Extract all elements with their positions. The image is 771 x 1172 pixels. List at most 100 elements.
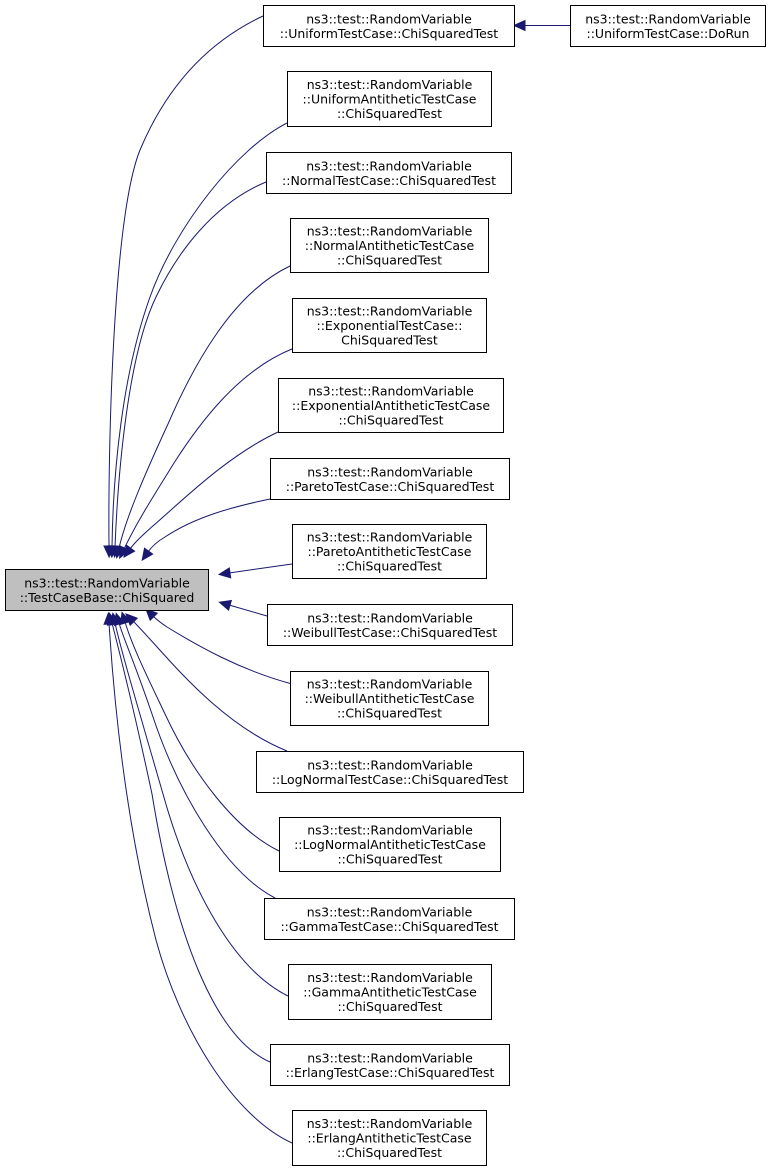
edge-normal-to-root — [114, 181, 267, 548]
node-box-erlang-antithetic[interactable] — [292, 1110, 487, 1166]
edges-layer — [103, 15, 570, 1144]
node-root[interactable]: ns3::test::RandomVariable::TestCaseBase:… — [5, 569, 209, 611]
edge-exponential-antithetic-to-root — [129, 431, 279, 550]
node-box-exponential[interactable] — [292, 298, 487, 353]
node-label-line: ::ChiSquaredTest — [337, 852, 442, 867]
node-label-line: ns3::test::RandomVariable — [307, 904, 473, 919]
edge-uniform-to-root — [108, 15, 264, 548]
node-box-root[interactable] — [5, 569, 209, 611]
node-lognormal-antithetic[interactable]: ns3::test::RandomVariable::LogNormalAnti… — [279, 817, 501, 872]
arrowhead-pareto-antithetic — [217, 567, 232, 579]
node-normal-antithetic[interactable]: ns3::test::RandomVariable::NormalAntithe… — [290, 218, 489, 273]
arrowhead-weibull — [218, 599, 233, 611]
node-label-line: ::UniformTestCase::DoRun — [587, 26, 750, 41]
arrowhead-weibull-antithetic — [145, 608, 159, 622]
arrowhead-pareto — [141, 547, 154, 562]
edge-pareto-to-root — [147, 498, 271, 553]
node-weibull-antithetic[interactable]: ns3::test::RandomVariable::WeibullAntith… — [290, 671, 489, 726]
node-uniform-antithetic[interactable]: ns3::test::RandomVariable::UniformAntith… — [287, 71, 492, 127]
node-box-weibull[interactable] — [267, 604, 513, 646]
edge-pareto-antithetic-to-root — [228, 563, 293, 574]
node-label-line: ::TestCaseBase::ChiSquared — [20, 590, 195, 605]
node-label-line: ns3::test::RandomVariable — [308, 384, 474, 399]
node-box-pareto-antithetic[interactable] — [292, 524, 487, 579]
node-label-line: ::ExponentialAntitheticTestCase — [292, 398, 490, 413]
node-label-line: ::ChiSquaredTest — [338, 413, 443, 428]
nodes-layer: ns3::test::RandomVariable::TestCaseBase:… — [5, 5, 766, 1166]
edge-uniform-antithetic-to-root — [111, 122, 288, 548]
node-exponential-antithetic[interactable]: ns3::test::RandomVariable::ExponentialAn… — [278, 378, 504, 433]
node-label-line: ns3::test::RandomVariable — [307, 1116, 473, 1131]
node-box-normal-antithetic[interactable] — [290, 218, 489, 273]
node-label-line: ns3::test::RandomVariable — [307, 677, 473, 692]
node-box-pareto[interactable] — [270, 458, 510, 500]
node-label-line: ns3::test::RandomVariable — [307, 304, 473, 319]
node-pareto[interactable]: ns3::test::RandomVariable::ParetoTestCas… — [270, 458, 510, 500]
arrowhead-uniform-dorun — [512, 19, 526, 32]
node-label-line: ::ChiSquaredTest — [337, 559, 442, 574]
arrowhead-exponential-antithetic — [123, 544, 136, 558]
node-box-gamma-antithetic[interactable] — [288, 964, 492, 1020]
node-gamma-antithetic[interactable]: ns3::test::RandomVariable::GammaAntithet… — [288, 964, 492, 1020]
edge-exponential-to-root — [123, 348, 293, 550]
node-label-line: ::ErlangAntitheticTestCase — [307, 1131, 472, 1146]
node-label-line: ::ParetoTestCase::ChiSquaredTest — [286, 479, 495, 494]
node-uniform[interactable]: ns3::test::RandomVariable::UniformTestCa… — [263, 5, 515, 47]
node-box-gamma[interactable] — [264, 898, 515, 940]
node-box-uniform-antithetic[interactable] — [287, 71, 492, 127]
edge-lognormal-to-root — [132, 620, 288, 752]
node-box-lognormal-antithetic[interactable] — [279, 817, 501, 872]
node-exponential[interactable]: ns3::test::RandomVariable::ExponentialTe… — [292, 298, 487, 353]
node-label-line: ::LogNormalAntitheticTestCase — [294, 837, 486, 852]
node-label-line: ns3::test::RandomVariable — [307, 77, 473, 92]
node-label-line: ns3::test::RandomVariable — [24, 575, 190, 590]
edge-gamma-to-root — [118, 622, 276, 899]
node-weibull[interactable]: ns3::test::RandomVariable::WeibullTestCa… — [267, 604, 513, 646]
edge-erlang-antithetic-to-root — [108, 622, 293, 1144]
node-box-exponential-antithetic[interactable] — [278, 378, 504, 433]
node-box-uniform[interactable] — [263, 5, 515, 47]
node-label-line: ns3::test::RandomVariable — [307, 1050, 473, 1065]
node-erlang[interactable]: ns3::test::RandomVariable::ErlangTestCas… — [270, 1044, 510, 1086]
edge-weibull-to-root — [228, 604, 268, 617]
node-box-weibull-antithetic[interactable] — [290, 671, 489, 726]
node-label-line: ns3::test::RandomVariable — [306, 158, 472, 173]
node-uniform-dorun[interactable]: ns3::test::RandomVariable::UniformTestCa… — [570, 5, 766, 47]
node-label-line: ::UniformAntitheticTestCase — [303, 92, 477, 107]
node-label-line: ::ChiSquaredTest — [337, 706, 442, 721]
node-label-line: ns3::test::RandomVariable — [585, 11, 751, 26]
node-label-line: ns3::test::RandomVariable — [307, 464, 473, 479]
node-lognormal[interactable]: ns3::test::RandomVariable::LogNormalTest… — [256, 751, 524, 793]
arrowhead-erlang-antithetic — [103, 611, 115, 625]
edge-normal-antithetic-to-root — [118, 265, 291, 549]
node-box-normal[interactable] — [266, 152, 512, 194]
node-label-line: ns3::test::RandomVariable — [307, 610, 473, 625]
node-label-line: ::ExponentialTestCase:: — [317, 318, 463, 333]
node-label-line: ::GammaTestCase::ChiSquaredTest — [280, 919, 498, 934]
node-box-uniform-dorun[interactable] — [570, 5, 766, 47]
edge-lognormal-antithetic-to-root — [124, 621, 280, 852]
node-label-line: ::ChiSquaredTest — [337, 1145, 442, 1160]
node-label-line: ::NormalTestCase::ChiSquaredTest — [282, 173, 496, 188]
node-label-line: ns3::test::RandomVariable — [307, 823, 473, 838]
node-label-line: ::ErlangTestCase::ChiSquaredTest — [286, 1065, 495, 1080]
node-label-line: ns3::test::RandomVariable — [307, 224, 473, 239]
node-label-line: ChiSquaredTest — [341, 333, 438, 348]
node-label-line: ::GammaAntitheticTestCase — [303, 985, 477, 1000]
node-box-erlang[interactable] — [270, 1044, 510, 1086]
node-label-line: ns3::test::RandomVariable — [307, 530, 473, 545]
edge-gamma-antithetic-to-root — [114, 622, 289, 997]
node-erlang-antithetic[interactable]: ns3::test::RandomVariable::ErlangAntithe… — [292, 1110, 487, 1166]
node-normal[interactable]: ns3::test::RandomVariable::NormalTestCas… — [266, 152, 512, 194]
node-box-lognormal[interactable] — [256, 751, 524, 793]
node-label-line: ns3::test::RandomVariable — [307, 970, 473, 985]
node-label-line: ::WeibullAntitheticTestCase — [305, 691, 475, 706]
node-label-line: ns3::test::RandomVariable — [306, 11, 472, 26]
node-label-line: ::ChiSquaredTest — [337, 999, 442, 1014]
node-label-line: ::ChiSquaredTest — [337, 253, 442, 268]
node-gamma[interactable]: ns3::test::RandomVariable::GammaTestCase… — [264, 898, 515, 940]
node-label-line: ::UniformTestCase::ChiSquaredTest — [280, 26, 499, 41]
node-label-line: ::ChiSquaredTest — [337, 106, 442, 121]
node-pareto-antithetic[interactable]: ns3::test::RandomVariable::ParetoAntithe… — [292, 524, 487, 579]
